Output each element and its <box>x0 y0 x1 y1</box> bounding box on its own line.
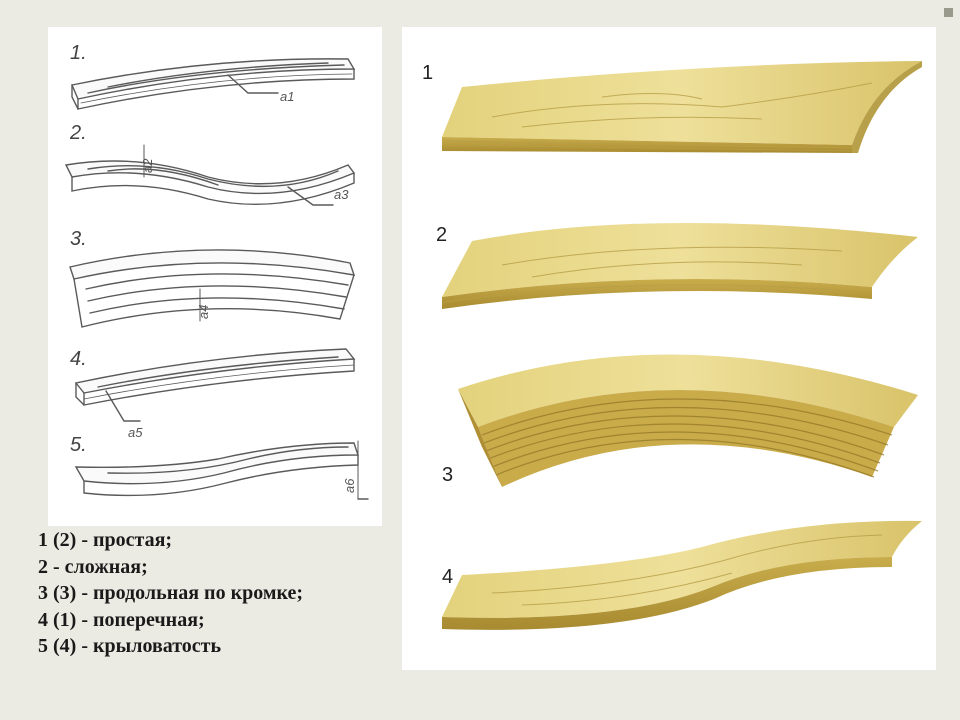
wood-number-2: 2 <box>436 224 447 246</box>
dim-label-a5: a5 <box>128 425 143 440</box>
drawing-number-3: 3. <box>70 228 87 250</box>
line-drawing-panel: 1. 2. 3. 4. 5. a1 a2 a3 a4 a5 a6 <box>48 27 382 526</box>
wood-number-3: 3 <box>442 464 453 486</box>
dim-label-a4: a4 <box>196 305 211 319</box>
wood-number-4: 4 <box>442 566 453 588</box>
drawing-2 <box>64 144 356 206</box>
dim-label-a1: a1 <box>280 89 294 104</box>
wood-board-4 <box>442 520 922 630</box>
legend-item-longitudinal: 3 (3) - продольная по кромке; <box>38 582 304 604</box>
defect-legend: 1 (2) - простая; 2 - сложная; 3 (3) - пр… <box>38 527 398 660</box>
legend-item-simple: 1 (2) - простая; <box>38 529 173 551</box>
legend-item-complex: 2 - сложная; <box>38 555 148 578</box>
drawing-number-1: 1. <box>70 42 87 64</box>
drawing-3 <box>69 249 356 328</box>
wood-board-3 <box>458 354 918 487</box>
dim-label-a2: a2 <box>140 158 155 173</box>
legend-item-transverse: 4 (1) - поперечная; <box>38 608 205 631</box>
wood-board-2 <box>442 222 918 309</box>
drawing-4 <box>74 348 356 422</box>
drawing-5 <box>74 440 369 500</box>
drawing-number-2: 2. <box>69 122 87 144</box>
drawing-number-4: 4. <box>70 348 87 370</box>
drawing-1 <box>71 58 356 110</box>
legend-item-winding: 5 (4) - крыловатость <box>38 635 222 657</box>
wood-illustration-svg: 1 2 3 4 <box>422 61 922 630</box>
dim-label-a3: a3 <box>334 187 349 202</box>
wood-illustration-panel: 1 2 3 4 <box>402 27 936 670</box>
dim-label-a6: a6 <box>342 478 357 493</box>
corner-bullet <box>944 8 953 17</box>
drawing-number-5: 5. <box>70 434 87 456</box>
line-drawing-svg: 1. 2. 3. 4. 5. a1 a2 a3 a4 a5 a6 <box>64 42 369 500</box>
wood-number-1: 1 <box>422 62 433 84</box>
wood-board-1 <box>442 61 922 153</box>
